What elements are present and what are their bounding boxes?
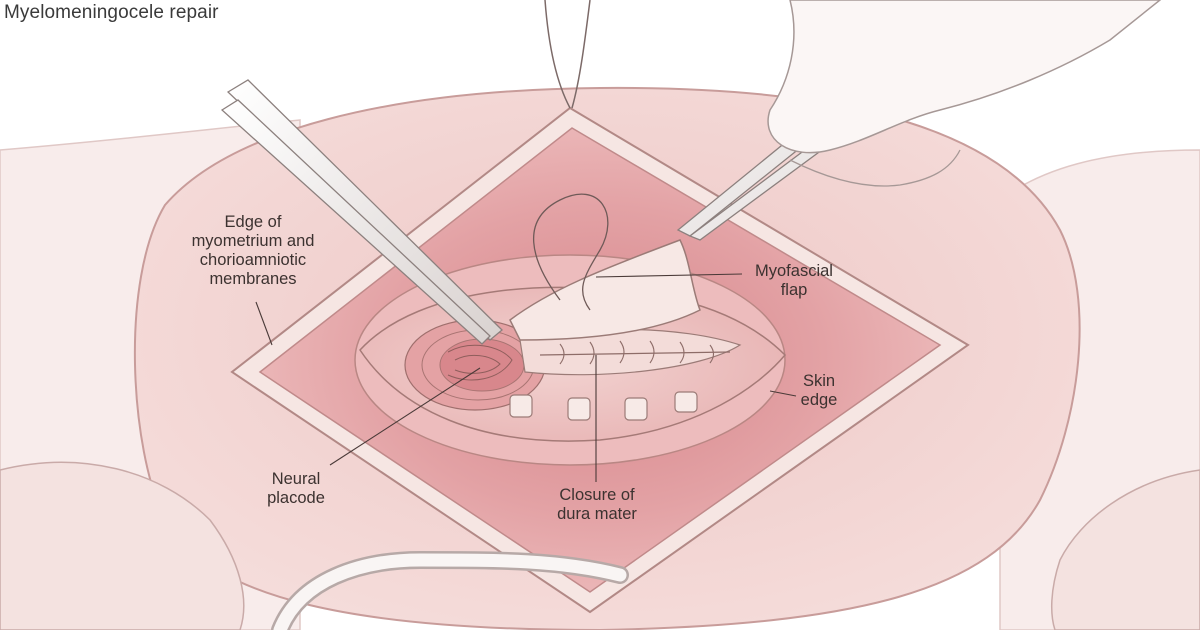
leader-neural-placode <box>329 367 481 466</box>
label-line: edge <box>800 391 838 409</box>
leader-lines <box>255 273 797 482</box>
label-skin-edge: Skin edge <box>793 372 845 410</box>
label-line: Myofascial <box>755 262 833 280</box>
label-line: Edge of <box>224 213 282 231</box>
myofascial-flap-tissue <box>509 239 701 341</box>
label-line: placode <box>267 489 325 507</box>
label-line: Closure of <box>559 486 635 504</box>
glove-finger-line <box>789 149 961 187</box>
label-neural-placode: Neural placode <box>258 470 334 508</box>
tubing-highlight <box>273 553 627 630</box>
flap-tabs <box>509 391 698 421</box>
leader-edge-myometrium <box>255 301 273 346</box>
label-myofascial-flap: Myofascial flap <box>744 262 844 300</box>
body-contour-left <box>0 461 245 630</box>
stay-suture-top-2 <box>571 0 591 109</box>
label-line: myometrium and <box>191 232 315 250</box>
stay-suture-top <box>544 0 571 109</box>
label-line: chorioamniotic <box>199 251 307 269</box>
body-contour-right <box>1050 469 1200 630</box>
label-line: Skin <box>802 372 836 390</box>
diagram-title: Myelomeningocele repair <box>4 2 219 23</box>
label-line: flap <box>780 281 808 299</box>
neural-placode-tissue <box>404 319 546 411</box>
label-closure-dura: Closure of dura mater <box>544 486 650 524</box>
leader-myofascial-flap <box>595 273 743 278</box>
gloved-hand-icon <box>767 0 1162 154</box>
forceps-left-icon <box>220 79 503 345</box>
dura-mater-closure <box>519 328 742 376</box>
leader-skin-edge <box>769 390 797 397</box>
label-edge-myometrium: Edge of myometrium and chorioamniotic me… <box>178 213 328 289</box>
label-line: Neural <box>271 470 321 488</box>
label-line: dura mater <box>557 505 637 523</box>
label-line: membranes <box>209 270 297 288</box>
suture-thread <box>533 193 609 311</box>
